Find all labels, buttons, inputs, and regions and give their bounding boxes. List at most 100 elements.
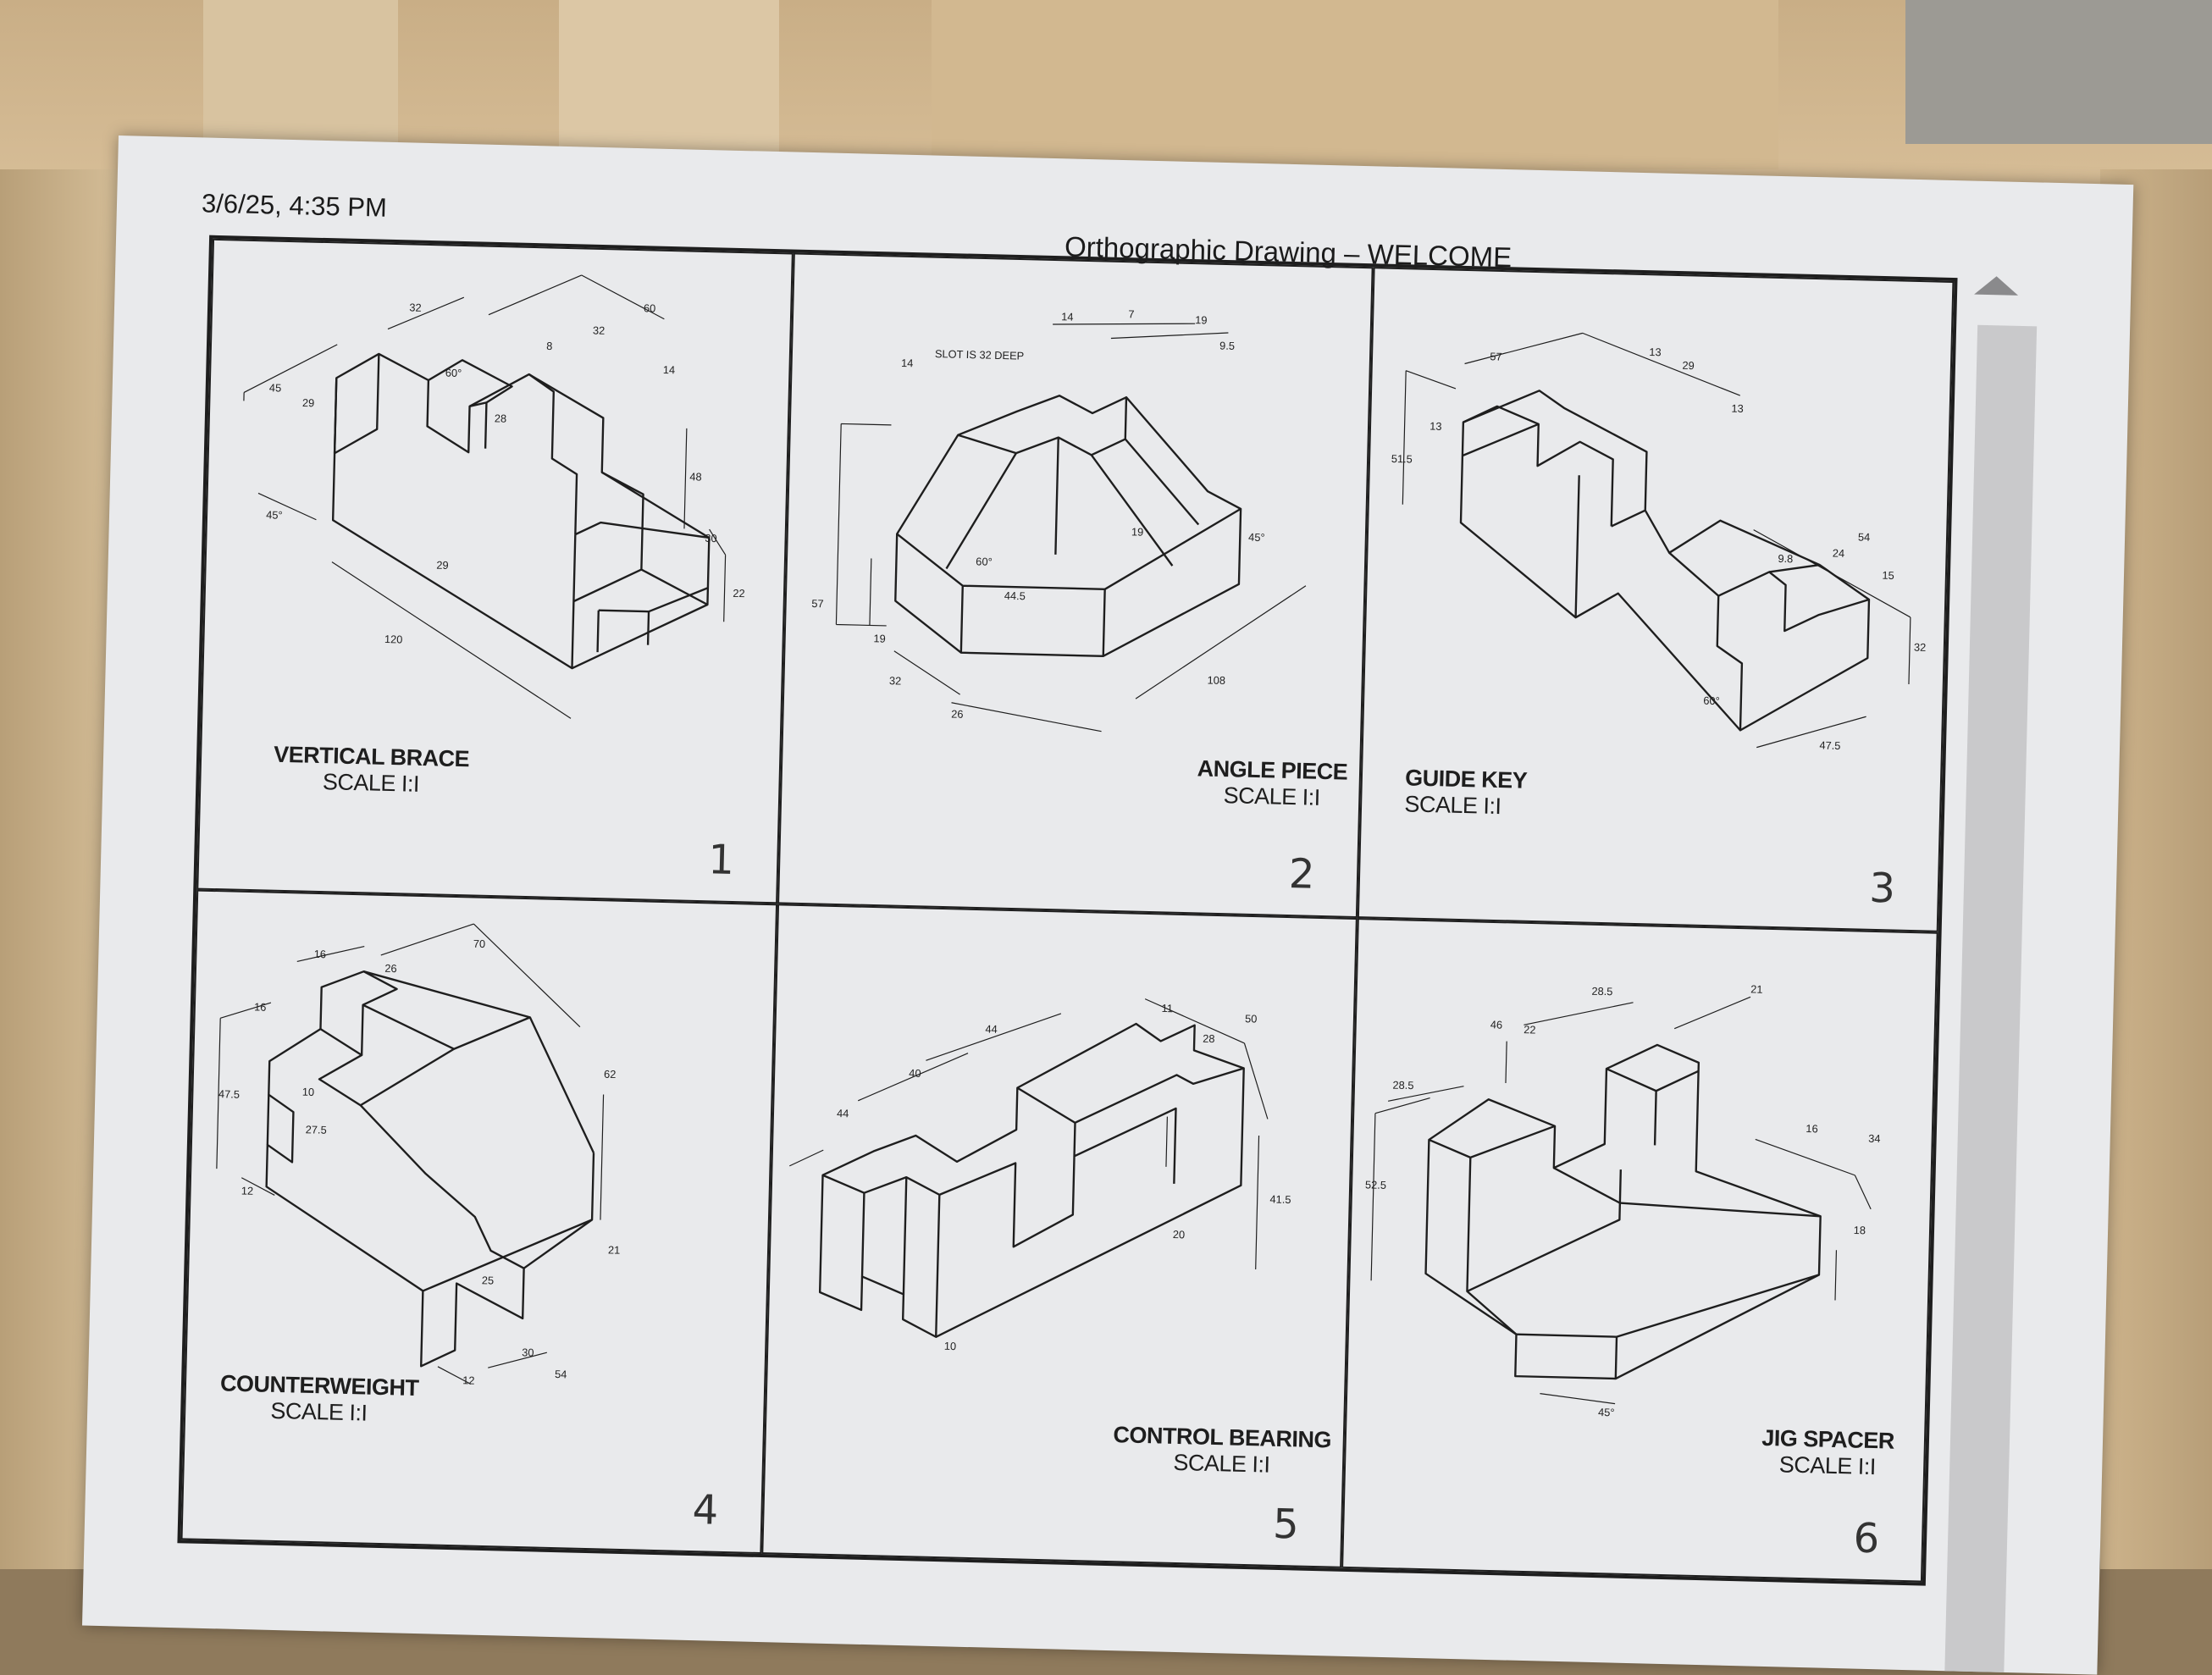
part-scale: SCALE I:I xyxy=(1223,782,1321,810)
dim-label: 32 xyxy=(889,674,902,687)
dim-label: 28 xyxy=(1203,1031,1215,1044)
dim-label: 44 xyxy=(837,1106,849,1119)
dim-label: 48 xyxy=(689,470,702,483)
dim-label: 12 xyxy=(462,1374,475,1386)
dim-label: 40 xyxy=(909,1066,921,1079)
dim-label: 45° xyxy=(1248,531,1265,544)
dim-label: 44 xyxy=(985,1022,998,1035)
dim-label: 13 xyxy=(1430,420,1442,433)
dim-label: 51.5 xyxy=(1391,452,1413,466)
wood-slat xyxy=(932,0,1778,169)
dim-label: 14 xyxy=(901,357,914,369)
jig-spacer-drawing: 28.5 21 46 22 28.5 16 34 52.5 18 45° xyxy=(1365,982,1881,1418)
dim-label: 21 xyxy=(608,1243,621,1256)
dim-label: 8 xyxy=(546,340,553,352)
scrollbar-track[interactable] xyxy=(1944,324,2038,1672)
dim-label: 19 xyxy=(1195,313,1208,326)
dim-label: 14 xyxy=(663,363,676,376)
print-timestamp: 3/6/25, 4:35 PM xyxy=(201,188,388,223)
dim-label: 26 xyxy=(951,708,964,721)
dim-label: 29 xyxy=(436,559,449,572)
dim-label: 30 xyxy=(522,1346,534,1358)
dim-label: 60° xyxy=(445,367,462,379)
dim-label: 60° xyxy=(976,555,993,567)
vertical-brace-drawing: 32 60 32 45 29 60° 28 8 14 48 30 22 45° … xyxy=(243,274,745,719)
dim-label: 45° xyxy=(266,508,283,521)
dim-label: 60 xyxy=(644,301,656,314)
dim-label: 32 xyxy=(409,301,422,313)
panel-guide-key: 57 13 29 13 13 51.5 54 9.8 24 15 32 60° … xyxy=(1358,267,1955,932)
scroll-up-arrow-icon[interactable] xyxy=(1974,275,2019,296)
part-name: COUNTERWEIGHT xyxy=(219,1369,419,1401)
dim-label: 13 xyxy=(1732,402,1745,415)
dim-label: 27.5 xyxy=(306,1123,327,1136)
dim-label: 22 xyxy=(1524,1023,1536,1036)
dim-label: 52.5 xyxy=(1365,1178,1386,1191)
part-name: VERTICAL BRACE xyxy=(273,741,470,772)
part-label: JIG SPACER SCALE I:I xyxy=(1761,1424,1894,1480)
dim-label: 57 xyxy=(811,597,824,610)
panel-angle-piece: 14 7 19 9.5 14 19 45° 60° 44.5 57 19 32 … xyxy=(777,252,1374,918)
part-label: CONTROL BEARING SCALE I:I xyxy=(1112,1422,1331,1479)
dim-label: 45° xyxy=(1598,1405,1615,1418)
dim-label: 44.5 xyxy=(1004,589,1025,603)
dim-label: 47.5 xyxy=(1820,738,1841,752)
panel-number: 5 xyxy=(1272,1500,1300,1549)
part-scale: SCALE I:I xyxy=(1173,1449,1270,1478)
slot-note: SLOT IS 32 DEEP xyxy=(934,347,1024,362)
part-label: COUNTERWEIGHT SCALE I:I xyxy=(219,1370,419,1428)
dim-label: 9.5 xyxy=(1219,340,1235,352)
dim-label: 16 xyxy=(1806,1122,1819,1135)
dim-label: 62 xyxy=(604,1067,617,1080)
control-bearing-drawing: 44 11 50 28 40 44 41.5 20 10 xyxy=(788,998,1291,1352)
panel-control-bearing: 44 11 50 28 40 44 41.5 20 10 CONTROL BEA… xyxy=(760,903,1358,1568)
panel-jig-spacer: 28.5 21 46 22 28.5 16 34 52.5 18 45° JIG… xyxy=(1341,917,1938,1583)
part-name: ANGLE PIECE xyxy=(1197,755,1348,785)
guide-key-drawing: 57 13 29 13 13 51.5 54 9.8 24 15 32 60° … xyxy=(1391,332,1927,752)
dim-label: 11 xyxy=(1161,1001,1173,1014)
dim-label: 60° xyxy=(1704,694,1721,707)
dim-label: 21 xyxy=(1750,982,1763,995)
dim-label: 22 xyxy=(733,587,745,600)
part-name: GUIDE KEY xyxy=(1404,765,1528,793)
part-label: ANGLE PIECE SCALE I:I xyxy=(1197,755,1348,811)
part-label: GUIDE KEY SCALE I:I xyxy=(1404,765,1528,821)
dim-label: 47.5 xyxy=(218,1087,240,1101)
dim-label: 16 xyxy=(254,1000,267,1013)
dim-label: 54 xyxy=(1858,531,1871,544)
wood-slat xyxy=(559,0,779,152)
dim-label: 32 xyxy=(593,323,606,336)
dim-label: 7 xyxy=(1128,307,1135,320)
dim-label: 15 xyxy=(1883,569,1895,582)
panel-number: 2 xyxy=(1288,849,1316,898)
dim-label: 28.5 xyxy=(1393,1078,1414,1092)
dim-label: 19 xyxy=(1131,525,1143,538)
dim-label: 70 xyxy=(473,937,486,949)
wood-slat xyxy=(1905,0,2212,144)
dim-label: 57 xyxy=(1490,350,1503,362)
angle-piece-drawing: 14 7 19 9.5 14 19 45° 60° 44.5 57 19 32 … xyxy=(811,307,1306,732)
dim-label: 30 xyxy=(705,532,717,545)
dim-label: 46 xyxy=(1490,1018,1503,1031)
dim-label: 34 xyxy=(1868,1131,1881,1144)
part-scale: SCALE I:I xyxy=(322,769,420,797)
dim-label: 18 xyxy=(1854,1224,1866,1236)
dim-label: 50 xyxy=(1245,1012,1258,1025)
panel-number: 3 xyxy=(1868,864,1896,913)
panel-number: 4 xyxy=(691,1486,719,1534)
dim-label: 120 xyxy=(384,633,403,646)
dim-label: 20 xyxy=(1172,1228,1185,1241)
dim-label: 14 xyxy=(1061,310,1074,323)
part-name: CONTROL BEARING xyxy=(1113,1421,1332,1452)
dim-label: 26 xyxy=(384,961,397,974)
printed-sheet: 3/6/25, 4:35 PM Orthographic Drawing – W… xyxy=(81,135,2134,1675)
part-name: JIG SPACER xyxy=(1761,1424,1895,1454)
panel-vertical-brace: 32 60 32 45 29 60° 28 8 14 48 30 22 45° … xyxy=(196,238,794,904)
dim-label: 24 xyxy=(1833,547,1845,560)
dim-label: 54 xyxy=(555,1368,567,1380)
dim-label: 12 xyxy=(241,1184,254,1197)
part-scale: SCALE I:I xyxy=(1404,791,1501,820)
counterweight-drawing: 16 26 70 16 47.5 10 27.5 62 12 21 25 30 … xyxy=(216,923,621,1386)
dim-label: 32 xyxy=(1914,641,1927,654)
panel-counterweight: 16 26 70 16 47.5 10 27.5 62 12 21 25 30 … xyxy=(180,889,777,1555)
